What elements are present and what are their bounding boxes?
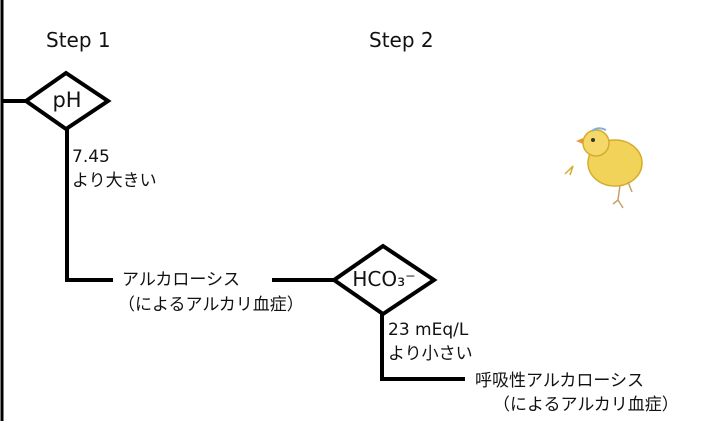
hco3-node-label: HCO₃⁻	[352, 267, 416, 291]
resp-alkalosis-label: 呼吸性アルカローシス	[475, 371, 644, 391]
hco3-condition-text: より小さい	[388, 344, 473, 364]
ph-yes-path	[65, 129, 113, 282]
alkalosis-sublabel: （によるアルカリ血症）	[118, 295, 304, 315]
ph-node-label: pH	[52, 88, 82, 112]
hco3-yes-path	[380, 314, 465, 381]
step2-label: Step 2	[369, 28, 434, 52]
hco3-condition-value: 23 mEq/L	[388, 320, 469, 340]
alkalosis-label: アルカローシス	[122, 270, 240, 290]
step1-label: Step 1	[46, 28, 111, 52]
ph-condition-value: 7.45	[72, 147, 110, 167]
duckling-icon	[564, 127, 643, 209]
resp-alkalosis-sublabel: （によるアルカリ血症）	[493, 395, 679, 415]
ph-condition-text: より大きい	[72, 171, 157, 191]
